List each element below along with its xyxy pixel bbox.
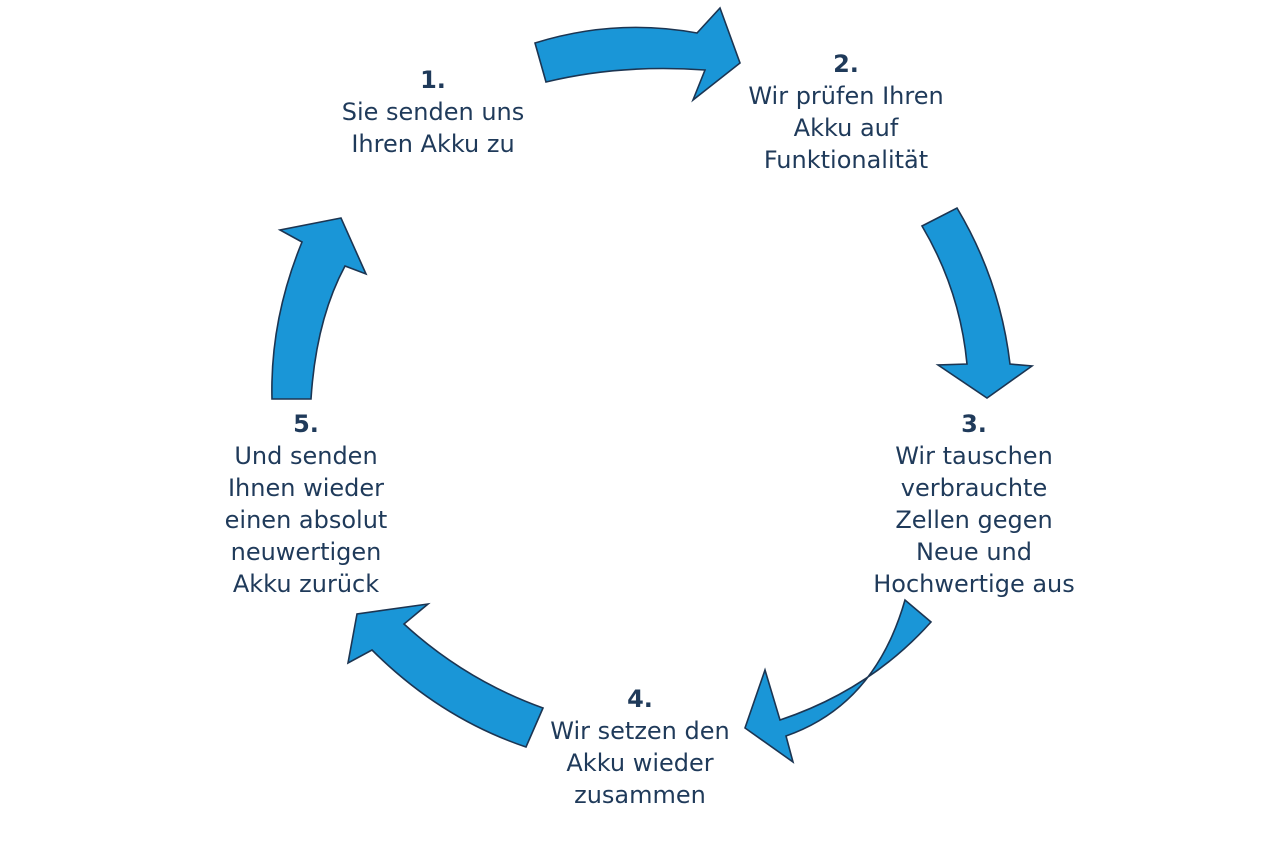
step-3-line-3: Zellen gegen — [895, 506, 1053, 534]
step-5-line-1: Und senden — [234, 442, 378, 470]
step-4-line-3: zusammen — [574, 781, 706, 809]
step-1-number: 1. — [420, 66, 446, 94]
step-2-label: 2. Wir prüfen Ihren Akku auf Funktionali… — [748, 48, 943, 176]
step-1-line-1: Sie senden uns — [341, 98, 525, 126]
step-4-number: 4. — [627, 685, 653, 713]
step-5-number: 5. — [293, 410, 319, 438]
step-4-label: 4. Wir setzen den Akku wieder zusammen — [550, 683, 729, 811]
step-2-number: 2. — [833, 50, 859, 78]
arrow-step3-to-step4 — [744, 598, 933, 764]
arrow-step2-to-step3 — [920, 206, 1035, 399]
arrow-step4-to-step5 — [346, 602, 545, 748]
step-1-label: 1. Sie senden uns Ihren Akku zu — [342, 64, 525, 160]
step-3-label: 3. Wir tauschen verbrauchte Zellen gegen… — [873, 408, 1075, 600]
step-3-line-2: verbrauchte — [900, 474, 1048, 502]
step-3-line-5: Hochwertige aus — [873, 570, 1075, 598]
step-2-line-1: Wir prüfen Ihren — [748, 82, 944, 110]
step-5-line-3: einen absolut — [224, 506, 388, 534]
step-2-line-2: Akku auf — [793, 114, 899, 142]
step-3-line-1: Wir tauschen — [895, 442, 1053, 470]
step-5-label: 5. Und senden Ihnen wieder einen absolut… — [225, 408, 388, 600]
step-4-line-1: Wir setzen den — [550, 717, 730, 745]
step-5-line-5: Akku zurück — [232, 570, 380, 598]
step-4-line-2: Akku wieder — [566, 749, 714, 777]
step-5-line-2: Ihnen wieder — [227, 474, 385, 502]
step-1-line-2: Ihren Akku zu — [351, 130, 515, 158]
step-3-line-4: Neue und — [916, 538, 1032, 566]
arrow-step1-to-step2 — [534, 6, 741, 103]
step-3-number: 3. — [961, 410, 987, 438]
step-5-line-4: neuwertigen — [230, 538, 382, 566]
step-2-line-3: Funktionalität — [763, 146, 929, 174]
arrow-step5-to-step1 — [271, 217, 368, 400]
